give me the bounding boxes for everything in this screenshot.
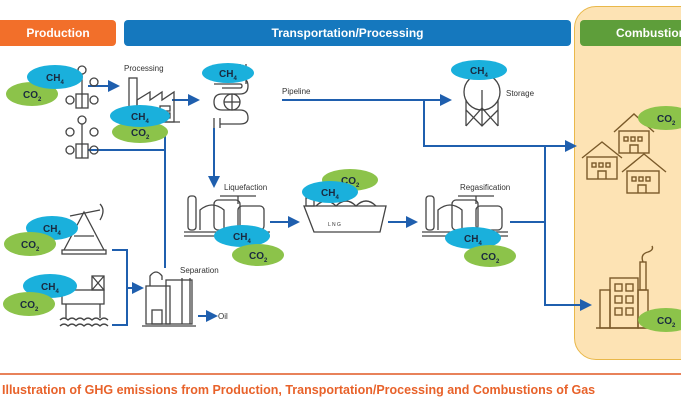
caption-divider <box>0 373 681 375</box>
ch4-emission-bubble <box>302 181 358 203</box>
pipeline-label: Pipeline <box>282 87 311 96</box>
ch4-label: CH4 <box>219 69 237 82</box>
ghg-flow-diagram: Processing Pipeline Storage Liquefaction… <box>3 60 681 332</box>
house-icon <box>581 141 623 180</box>
co2-emission-bubble <box>638 106 681 130</box>
ch4-emission-bubble <box>214 225 270 247</box>
co2-label: CO2 <box>20 300 39 313</box>
regasification-label: Regasification <box>460 183 510 192</box>
ch4-emission-bubble <box>110 105 170 127</box>
co2-emission-bubble <box>638 308 681 332</box>
ch4-emission-bubble <box>27 65 83 89</box>
ch4-emission-bubble <box>202 63 254 83</box>
co2-label: CO2 <box>341 176 360 189</box>
combustion-header: Combustion <box>580 20 681 46</box>
oil-label: Oil <box>218 312 228 321</box>
co2-emission-bubble <box>232 244 284 266</box>
flow-combustion-vertical <box>544 146 592 311</box>
ch4-label: CH4 <box>43 224 61 237</box>
wellhead-icon <box>65 115 99 159</box>
house-icon <box>621 153 667 194</box>
ch4-label: CH4 <box>321 188 339 201</box>
lng-ship-icon <box>303 197 387 233</box>
flow-pipeline-to-combustion <box>423 100 577 152</box>
storage-label: Storage <box>506 89 535 98</box>
figure-caption: Illustration of GHG emissions from Produ… <box>2 383 596 397</box>
ch4-label: CH4 <box>470 66 488 79</box>
separator-icon <box>142 271 196 327</box>
ch4-emission-bubble <box>23 274 77 298</box>
industrial-building-icon <box>596 245 654 329</box>
transportation-header: Transportation/Processing <box>124 20 571 46</box>
co2-emission-bubble <box>3 292 55 316</box>
ch4-label: CH4 <box>131 112 149 125</box>
ch4-label: CH4 <box>233 232 251 245</box>
co2-emission-bubble <box>4 232 56 256</box>
co2-label: CO2 <box>21 240 40 253</box>
ch4-emission-bubble <box>445 227 501 249</box>
lng-label: L N G <box>328 222 341 228</box>
flow-pumpjack-to-sep <box>112 249 128 326</box>
liquefaction-label: Liquefaction <box>224 183 267 192</box>
co2-emission-bubble <box>112 121 168 143</box>
offshore-platform-icon <box>59 275 109 327</box>
co2-label: CO2 <box>131 128 150 141</box>
co2-label: CO2 <box>23 90 42 103</box>
co2-label: CO2 <box>657 114 676 127</box>
ch4-label: CH4 <box>41 282 59 295</box>
storage-tank-icon <box>463 73 501 127</box>
co2-label: CO2 <box>249 251 268 264</box>
co2-label: CO2 <box>657 316 676 329</box>
co2-label: CO2 <box>481 252 500 265</box>
processing-label: Processing <box>124 64 164 73</box>
production-header: Production <box>0 20 116 46</box>
ch4-emission-bubble <box>451 60 507 80</box>
pumpjack-icon <box>61 203 107 255</box>
ch4-label: CH4 <box>46 73 64 86</box>
separation-label: Separation <box>180 266 219 275</box>
co2-emission-bubble <box>464 245 516 267</box>
ch4-label: CH4 <box>464 234 482 247</box>
